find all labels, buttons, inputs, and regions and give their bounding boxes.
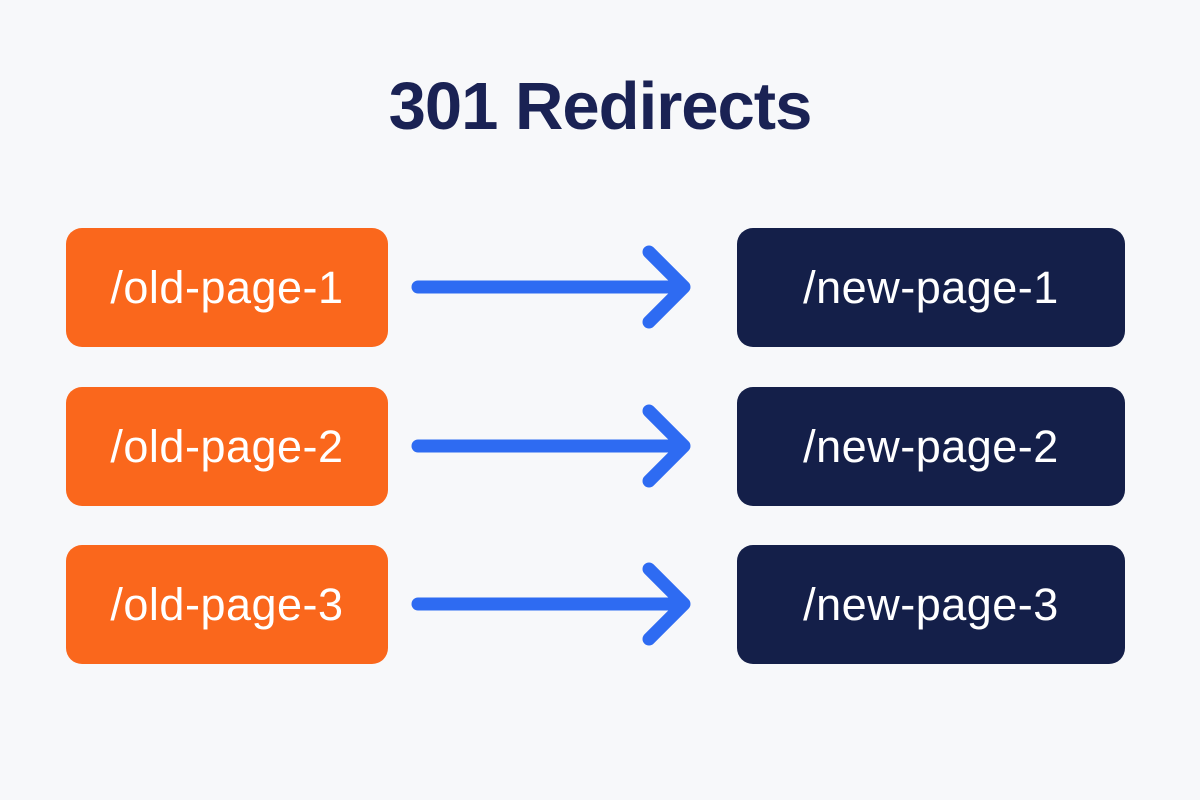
redirect-row-1: /old-page-1 /new-page-1: [0, 228, 1200, 347]
old-page-label: /old-page-2: [110, 420, 344, 472]
redirect-row-3: /old-page-3 /new-page-3: [0, 545, 1200, 664]
old-page-box-2: /old-page-2: [66, 387, 388, 506]
new-page-label: /new-page-3: [803, 578, 1059, 630]
old-page-label: /old-page-3: [110, 578, 344, 630]
old-page-box-3: /old-page-3: [66, 545, 388, 664]
old-page-label: /old-page-1: [110, 261, 344, 313]
old-page-box-1: /old-page-1: [66, 228, 388, 347]
new-page-label: /new-page-2: [803, 420, 1059, 472]
new-page-label: /new-page-1: [803, 261, 1059, 313]
page-title: 301 Redirects: [388, 69, 813, 144]
redirect-row-2: /old-page-2 /new-page-2: [0, 387, 1200, 506]
new-page-box-2: /new-page-2: [737, 387, 1125, 506]
right-arrow-icon: [411, 562, 691, 646]
right-arrow-icon: [411, 404, 691, 488]
right-arrow-icon: [411, 245, 691, 329]
new-page-box-3: /new-page-3: [737, 545, 1125, 664]
new-page-box-1: /new-page-1: [737, 228, 1125, 347]
